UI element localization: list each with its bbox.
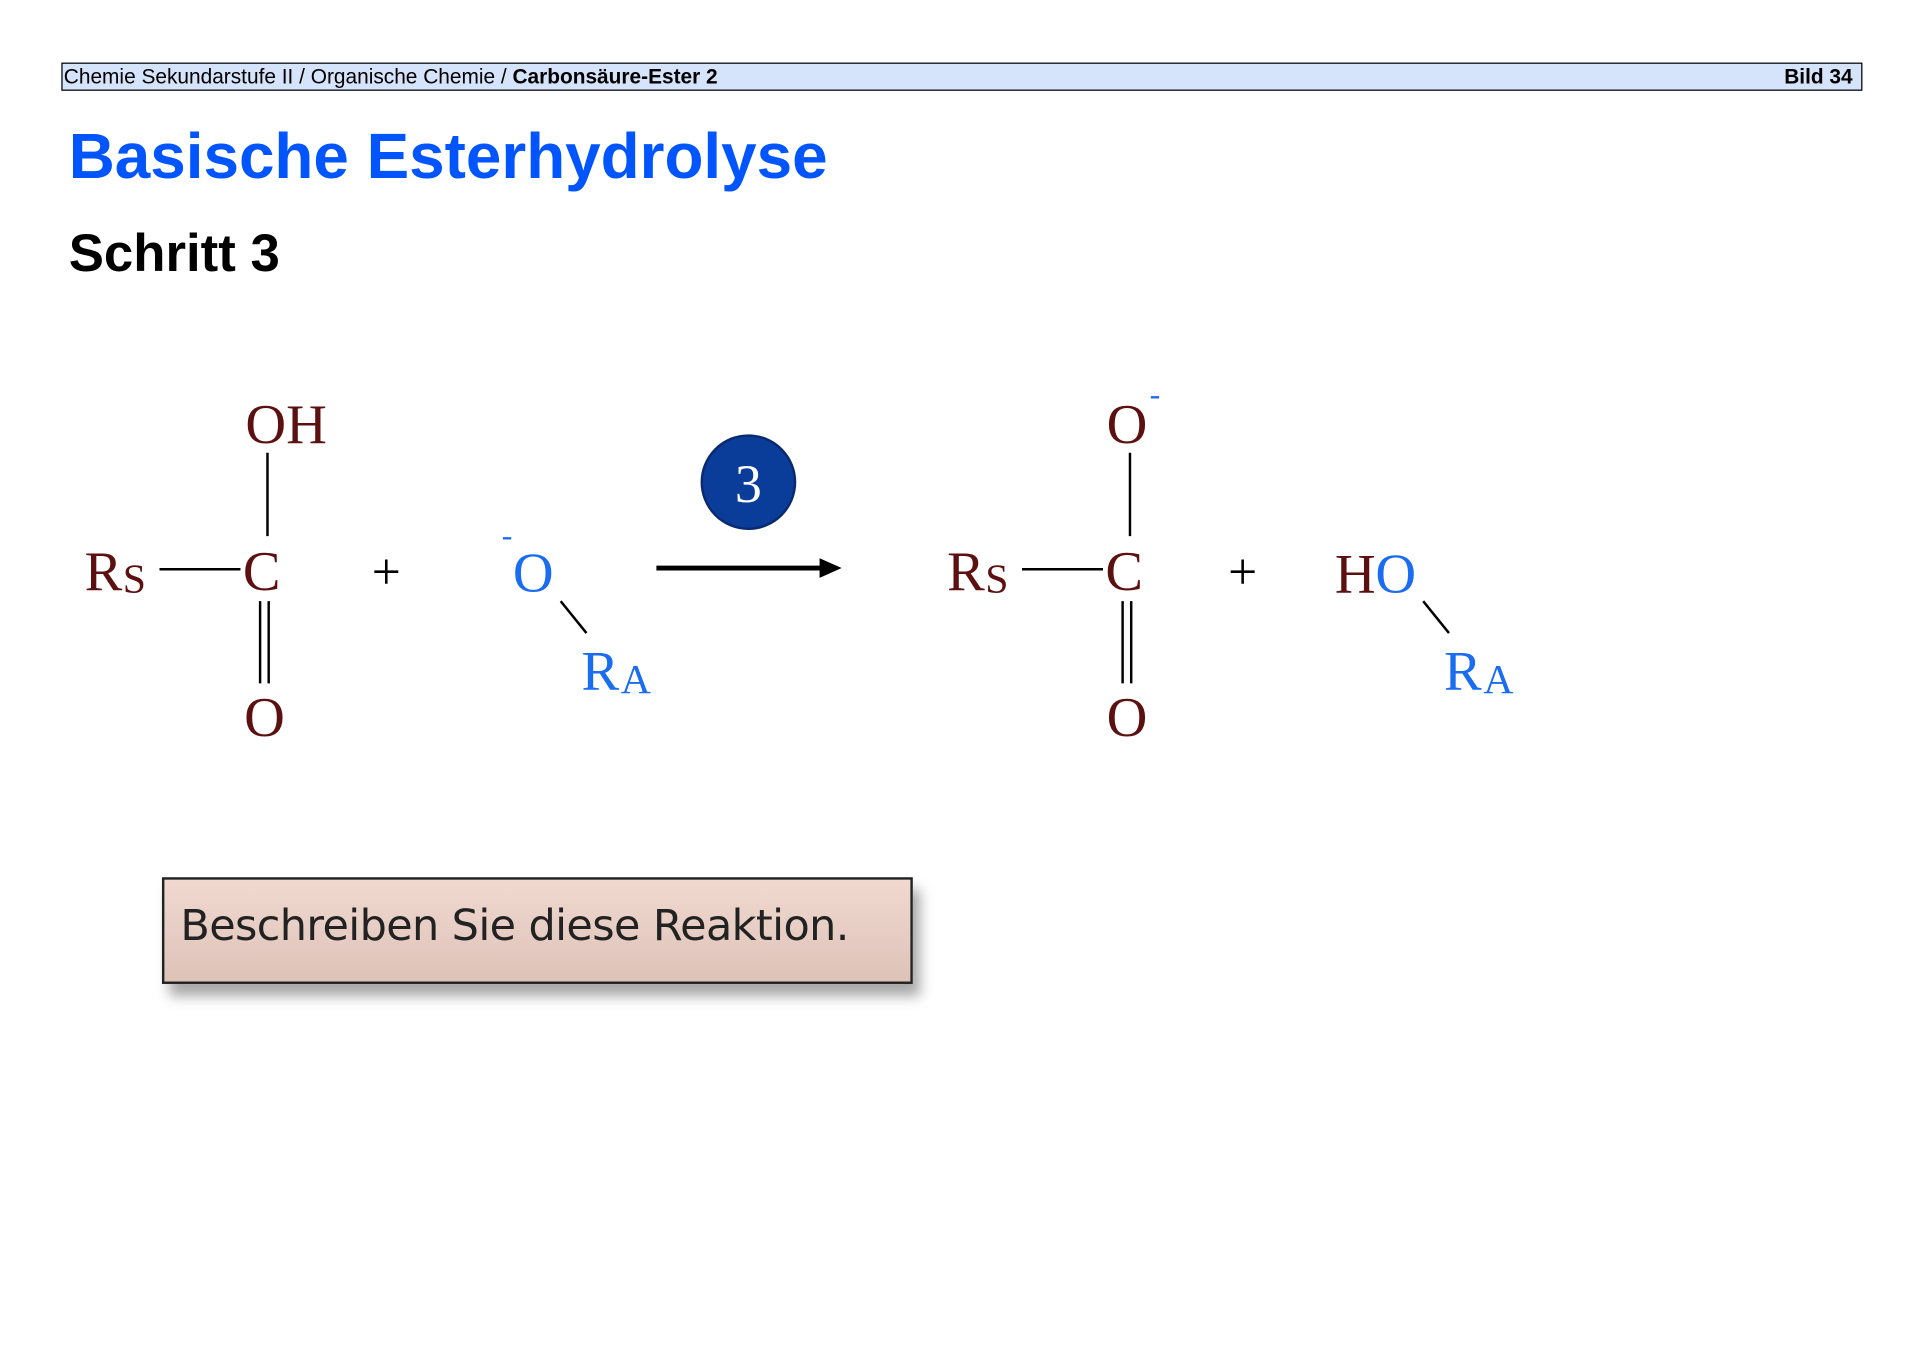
plus-sign: + <box>372 544 401 601</box>
bonds-reactant <box>159 452 270 684</box>
reaction-scheme: OH C R S O + - O R A 3 <box>85 377 1514 749</box>
r-group: R <box>1444 641 1482 703</box>
task-box: Beschreiben Sie diese Reaktion. <box>161 877 913 984</box>
oxygen: O <box>513 542 554 604</box>
oh-group: OH <box>245 394 327 456</box>
carbon: C <box>1105 541 1143 603</box>
r-subscript: A <box>1483 657 1513 703</box>
alcohol: H O R A <box>1335 544 1514 704</box>
negative-charge: - <box>502 518 513 553</box>
hydrogen: H <box>1335 544 1376 606</box>
r-group: R <box>947 541 985 603</box>
page-title: Basische Esterhydrolyse <box>68 121 828 193</box>
negative-charge: - <box>1150 377 1161 412</box>
breadcrumb: Chemie Sekundarstufe II / Organische Che… <box>64 64 718 90</box>
oxygen: O <box>1375 544 1416 606</box>
oxygen-anion: O <box>1107 394 1148 456</box>
carbonyl-oxygen: O <box>244 687 285 749</box>
r-group: R <box>85 541 123 603</box>
slide-number: Bild 34 <box>1784 65 1853 89</box>
carboxylate: O - C R S O <box>947 377 1160 749</box>
carbon: C <box>243 541 281 603</box>
r-subscript: A <box>621 657 651 703</box>
r-subscript: S <box>985 557 1008 603</box>
bonds-product <box>1022 452 1133 684</box>
step-number: 3 <box>735 454 762 514</box>
step-heading: Schritt 3 <box>68 224 280 284</box>
carboxylic-acid: OH C R S O <box>85 394 327 749</box>
breadcrumb-path: Chemie Sekundarstufe II / Organische Che… <box>63 65 513 89</box>
reaction-arrow <box>656 558 842 578</box>
carbonyl-oxygen: O <box>1107 687 1148 749</box>
r-group: R <box>582 641 620 703</box>
step-badge: 3 <box>700 434 797 531</box>
header-bar: Chemie Sekundarstufe II / Organische Che… <box>61 62 1863 91</box>
task-text: Beschreiben Sie diese Reaktion. <box>180 901 849 951</box>
plus-sign: + <box>1228 544 1257 601</box>
r-subscript: S <box>123 557 146 603</box>
alkoxide: - O R A <box>502 518 651 703</box>
breadcrumb-current: Carbonsäure-Ester 2 <box>512 65 718 89</box>
